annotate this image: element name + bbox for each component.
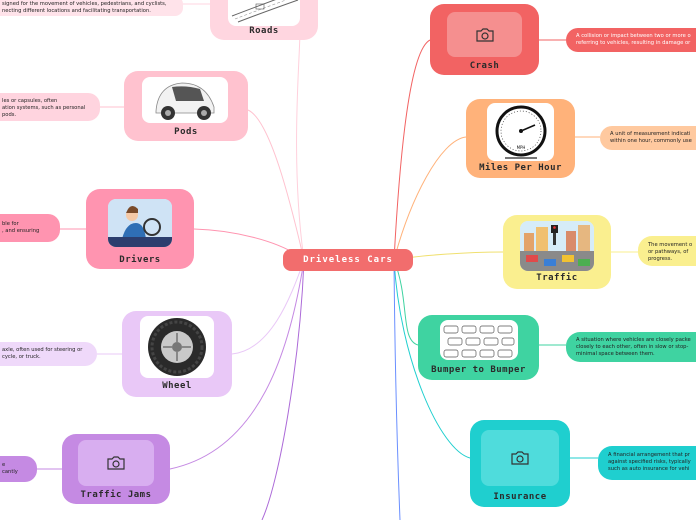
drivers-node[interactable]: Drivers — [86, 189, 194, 269]
pods-description: les or capsules, often ation systems, su… — [0, 93, 100, 121]
insurance-description: A financial arrangement that pr against … — [598, 446, 696, 480]
crash-node[interactable]: Crash — [430, 4, 539, 75]
speedometer-icon: MPH — [487, 103, 554, 161]
bumper-to-bumper-title: Bumper to Bumper — [431, 365, 526, 375]
miles-per-hour-description: A unit of measurement indicati within on… — [600, 126, 696, 150]
svg-text:MPH: MPH — [516, 145, 525, 150]
wheel-title: Wheel — [162, 381, 192, 391]
tire-icon — [140, 316, 214, 378]
pod-car-icon — [142, 77, 228, 123]
pods-title: Pods — [174, 127, 198, 137]
road-sketch-icon — [228, 0, 300, 26]
traffic-title: Traffic — [536, 273, 578, 283]
camera-placeholder-icon — [447, 12, 522, 57]
camera-placeholder-icon — [78, 440, 154, 486]
traffic-scene-icon — [520, 221, 594, 271]
wheel-node[interactable]: Wheel — [122, 311, 232, 397]
bumper-to-bumper-description: A situation where vehicles are closely p… — [566, 332, 696, 362]
traffic-sketch-icon — [440, 320, 518, 360]
camera-placeholder-icon — [481, 430, 559, 486]
roads-description: signed for the movement of vehicles, ped… — [0, 0, 183, 16]
traffic-jams-node[interactable]: Traffic Jams — [62, 434, 170, 504]
insurance-node[interactable]: Insurance — [470, 420, 570, 507]
pods-node[interactable]: Pods — [124, 71, 248, 141]
central-topic[interactable]: Driveless Cars — [283, 249, 413, 271]
roads-title: Roads — [249, 26, 279, 36]
traffic-jams-description: e cantly — [0, 456, 37, 482]
wheel-description: axle, often used for steering or cycle, … — [0, 342, 97, 366]
insurance-title: Insurance — [493, 492, 547, 502]
traffic-node[interactable]: Traffic — [503, 215, 611, 289]
miles-per-hour-title: Miles Per Hour — [479, 163, 562, 173]
traffic-jams-title: Traffic Jams — [80, 490, 152, 500]
drivers-title: Drivers — [119, 255, 161, 265]
crash-title: Crash — [469, 61, 500, 71]
crash-description: A collision or impact between two or mor… — [566, 28, 696, 52]
traffic-description: The movement o or pathways, of progress. — [638, 236, 696, 266]
bumper-to-bumper-node[interactable]: Bumper to Bumper — [418, 315, 539, 380]
miles-per-hour-node[interactable]: MPH Miles Per Hour — [466, 99, 575, 178]
drivers-description: ble for , and ensuring — [0, 214, 60, 242]
roads-node[interactable]: Roads — [210, 0, 318, 40]
driver-icon — [108, 199, 172, 247]
